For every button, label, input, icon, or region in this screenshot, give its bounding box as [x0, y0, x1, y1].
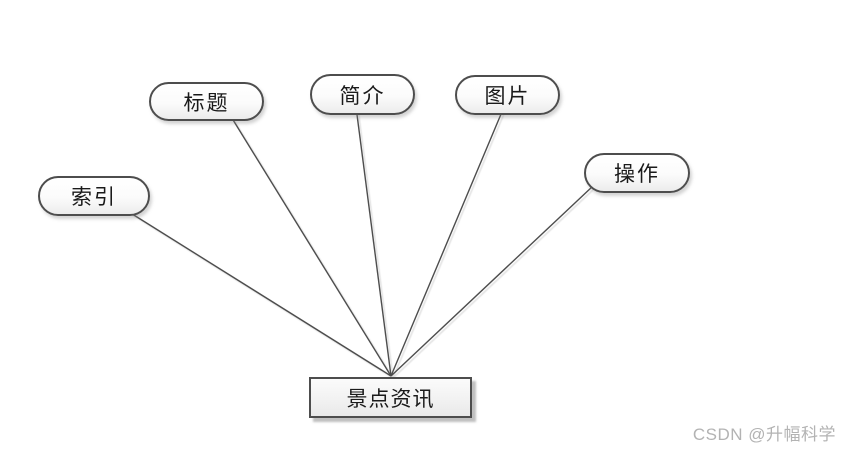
attribute-label: 简介	[339, 84, 386, 108]
connector-action-entity	[390, 185, 594, 377]
watermark-text: CSDN @升幅科学	[692, 425, 836, 444]
connector-index-entity	[128, 211, 392, 377]
entity-node: 景点资讯	[309, 377, 472, 418]
attribute-label: 图片	[484, 85, 531, 108]
attribute-node-index: 索引	[38, 176, 150, 216]
attribute-node-image: 图片	[455, 75, 560, 115]
attribute-label: 标题	[183, 91, 230, 115]
attribute-label: 索引	[71, 186, 117, 209]
connector-title-entity	[229, 114, 392, 377]
entity-label: 景点资讯	[346, 387, 435, 411]
attribute-node-intro: 简介	[310, 74, 415, 115]
attribute-label: 操作	[614, 163, 660, 186]
connector-intro-entity	[355, 106, 392, 377]
attribute-node-action: 操作	[584, 153, 690, 193]
attribute-node-title: 标题	[149, 82, 264, 121]
connector-image-entity	[390, 106, 505, 377]
